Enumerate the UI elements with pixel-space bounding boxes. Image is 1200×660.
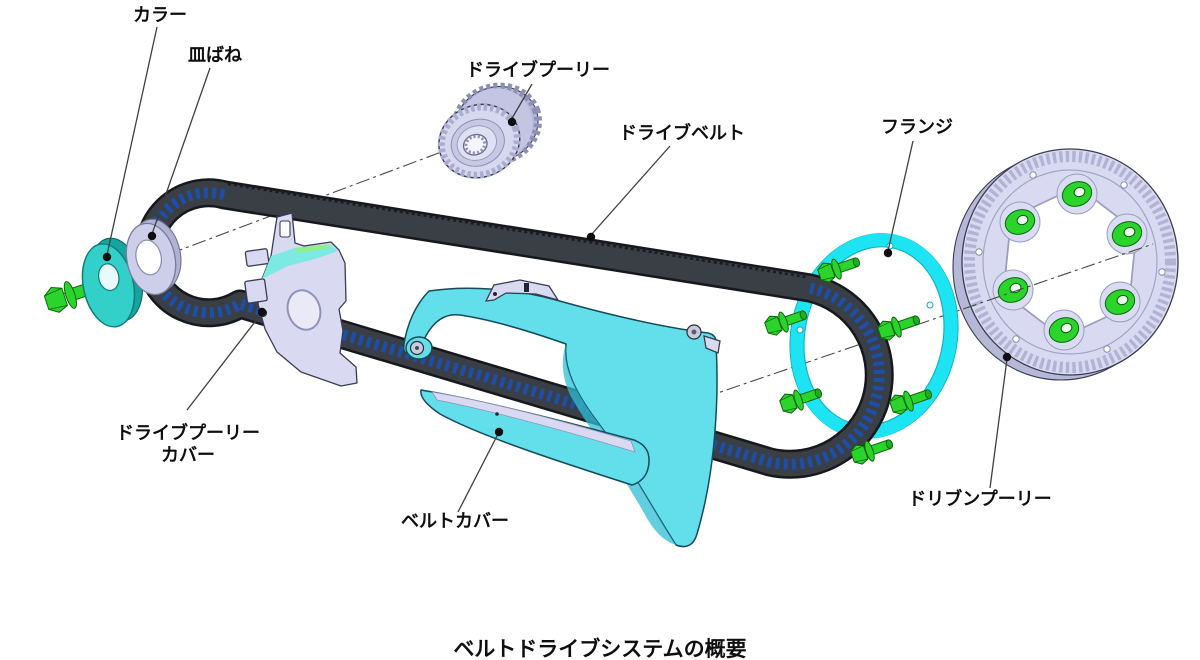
label-drive-pulley: ドライブプーリー (466, 59, 610, 80)
disc-spring-hole (135, 239, 162, 276)
drive-pulley-illustration (437, 82, 543, 179)
label-drive-pulley-cover-line1: ドライブプーリー (116, 422, 260, 443)
label-drive-pulley-cover-line2: カバー (161, 445, 215, 465)
belt-cover-lower-illustration (420, 389, 650, 486)
drive-pulley-teeth (437, 103, 521, 179)
drive-pulley-cover-illustration (244, 212, 358, 387)
axis-centerline-left (51, 147, 453, 299)
label-drive-belt: ドライブベルト (619, 122, 745, 143)
disc-spring-illustration (125, 218, 182, 296)
leader-lines (102, 26, 1012, 513)
label-disc-spring: 皿ばね (188, 45, 242, 65)
cover-lining (431, 391, 636, 453)
collar-hole (97, 263, 120, 292)
belt-top-serration (227, 182, 807, 279)
label-driven-pulley: ドリブンプーリー (908, 488, 1051, 509)
cover-cyan-accent (262, 244, 338, 279)
axis-centerline-main (702, 243, 1154, 399)
label-collar: カラー (133, 5, 187, 25)
cover-hole (286, 289, 322, 331)
label-belt-cover: ベルトカバー (401, 511, 509, 531)
cover-bracket (484, 279, 560, 302)
driven-pulley-rim-holes (975, 171, 1166, 353)
cover-green-accent (295, 244, 330, 253)
label-flange: フランジ (881, 117, 953, 137)
diagram-caption: ベルトドライブシステムの概要 (453, 637, 746, 660)
driven-pulley-teeth (964, 151, 1176, 373)
driven-pulley-illustration (952, 148, 1179, 381)
